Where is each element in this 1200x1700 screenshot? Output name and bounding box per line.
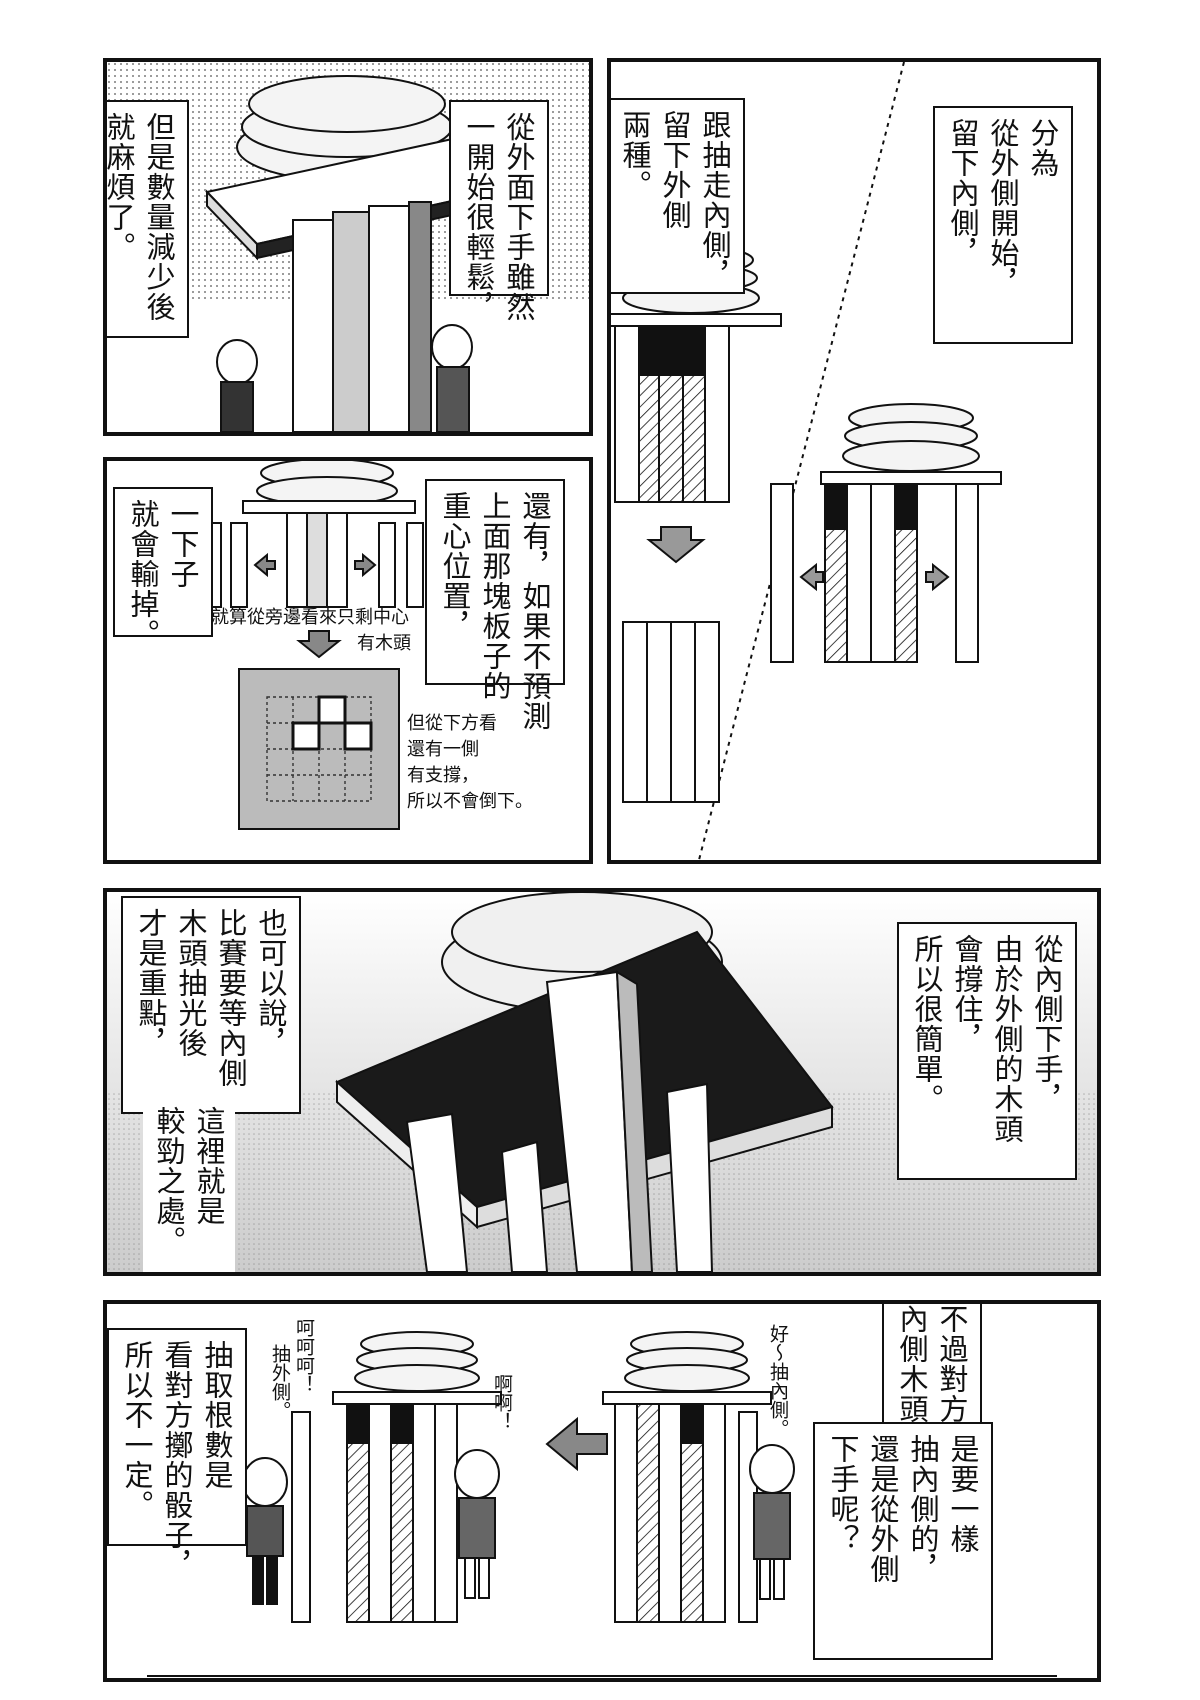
note-side-view-2: 有木頭 <box>357 633 411 654</box>
character-elf-right <box>431 324 473 432</box>
panel-2: 分為從外側開始，留下內側， 跟抽走內側，留下外側兩種。 <box>607 58 1101 864</box>
panel-3-art <box>204 461 424 830</box>
sfx-laugh: 呵呵呵！ <box>293 1318 315 1394</box>
caption-p2-top: 分為從外側開始，留下內側， <box>933 106 1073 344</box>
caption-p3-left: 一下子就會輸掉。 <box>113 487 213 649</box>
panel-1: 但是數量減少後就麻煩了。 從外面下手雖然一開始很輕鬆， <box>103 58 593 436</box>
caption-p4-left: 也可以說，比賽要等內側木頭抽光後才是重點， <box>121 896 301 1114</box>
caption-p5-left: 抽取根數是看對方擲的骰子，所以不一定。 <box>107 1328 247 1580</box>
character-right <box>749 1444 795 1600</box>
caption-p3-right: 還有，如果不預測上面那塊板子的重心位置， <box>425 479 565 731</box>
panel-3: 一下子就會輸掉。 還有，如果不預測上面那塊板子的重心位置， 就算從旁邊看來只剩中… <box>103 457 593 864</box>
panel-4: 也可以說，比賽要等內側木頭抽光後才是重點， 這裡就是較勁之處。 從內側下手，由於… <box>103 888 1101 1276</box>
sfx-take-inner: 好～抽內側。 <box>767 1324 789 1438</box>
sfx-take-outer: 抽外側。 <box>269 1344 291 1420</box>
caption-p1-right: 從外面下手雖然一開始很輕鬆， <box>449 100 549 322</box>
caption-p4-left-2: 這裡就是較勁之處。 <box>143 1102 235 1272</box>
sfx-gasp: 啊啊！ <box>491 1374 513 1431</box>
caption-p5-right-2: 是要一樣抽內側的，還是從外側下手呢？ <box>813 1422 993 1660</box>
character-middle <box>454 1449 500 1599</box>
caption-p1-left: 但是數量減少後就麻煩了。 <box>107 100 189 338</box>
caption-p2-mid: 跟抽走內側，留下外側兩種。 <box>611 98 745 294</box>
note-side-view: 就算從旁邊看來只剩中心 <box>211 607 409 628</box>
panel-5: 抽取根數是看對方擲的骰子，所以不一定。 不過對方抽走內側木頭時， 是要一樣抽內側… <box>103 1300 1101 1682</box>
caption-p4-right: 從內側下手，由於外側的木頭會撐住，所以很簡單。 <box>897 922 1077 1180</box>
panel-5-art <box>147 1331 1057 1677</box>
character-left <box>242 1457 288 1605</box>
note-bottom-view: 但從下方看 還有一側 有支撐， 所以不會倒下。 <box>407 713 533 812</box>
character-elf-left <box>216 339 258 432</box>
